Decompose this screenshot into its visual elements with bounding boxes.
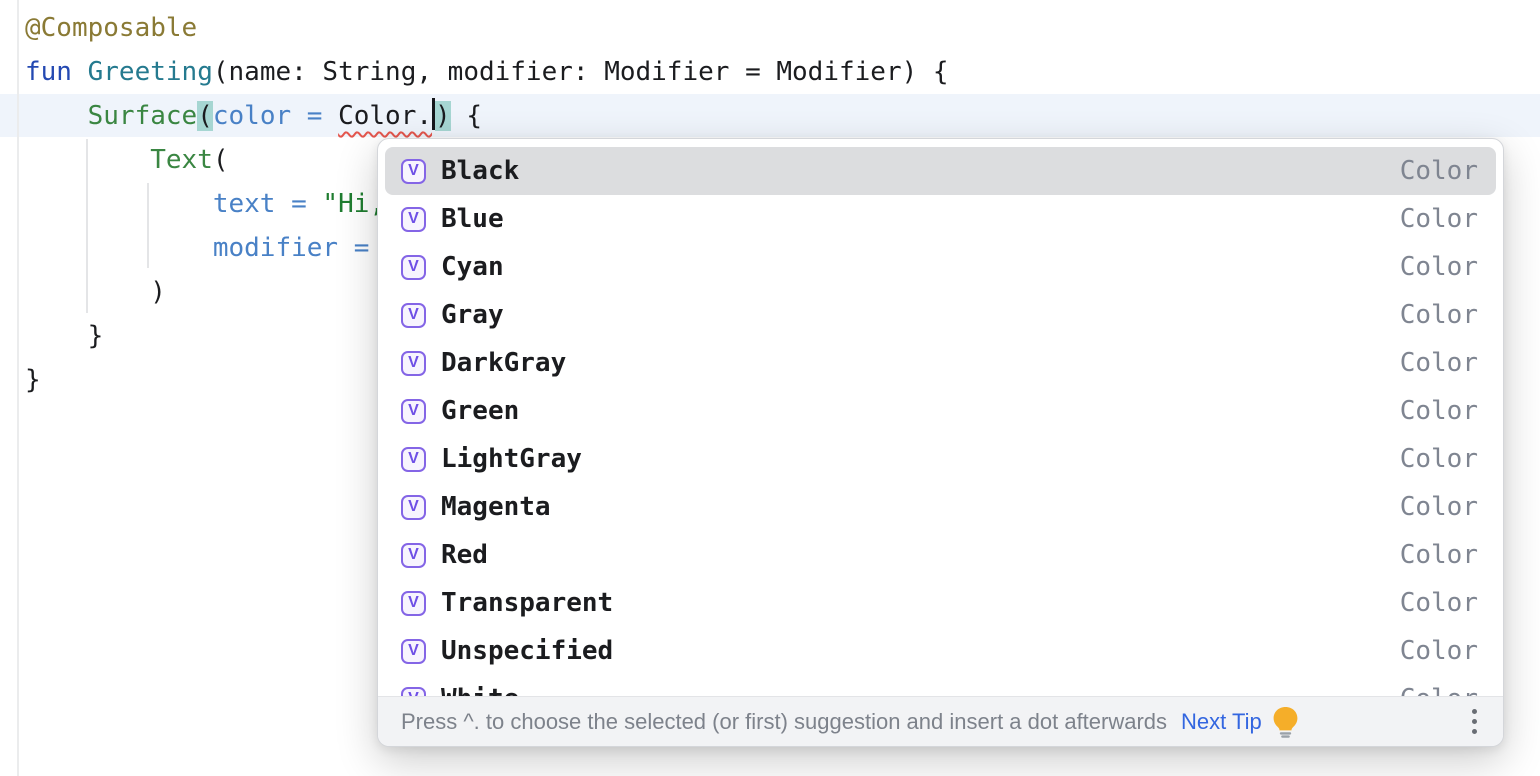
completion-item-type: Color: [1399, 204, 1478, 234]
completion-item-unspecified[interactable]: V Unspecified Color: [385, 627, 1496, 675]
plain-token: }: [25, 321, 104, 351]
matched-paren-close: ): [435, 101, 451, 131]
hint-text: Press ^. to choose the selected (or firs…: [401, 708, 1168, 734]
completion-item-white[interactable]: V White Color: [385, 675, 1496, 696]
value-field-icon: V: [401, 350, 426, 376]
completion-item-type: Color: [1399, 540, 1478, 570]
value-field-icon: V: [401, 254, 426, 280]
completion-item-darkgray[interactable]: V DarkGray Color: [385, 339, 1496, 387]
completion-item-type: Color: [1399, 252, 1478, 282]
indent: [25, 233, 213, 263]
next-tip-link[interactable]: Next Tip: [1181, 708, 1262, 734]
plain-token: (name: String, modifier: Modifier = Modi…: [212, 57, 949, 87]
completion-item-label: DarkGray: [441, 348, 567, 378]
value-field-icon: V: [401, 446, 426, 472]
completion-popup: V Black Color V Blue Color V Cyan Color …: [377, 138, 1504, 747]
lightbulb-icon: [1273, 706, 1298, 738]
code-line-2[interactable]: fun Greeting(name: String, modifier: Mod…: [0, 50, 1540, 94]
indent: [25, 145, 150, 175]
completion-item-type: Color: [1399, 636, 1478, 666]
code-line-5[interactable]: text = "Hi,: [0, 182, 1540, 226]
indent-guide: [147, 183, 149, 268]
code-line-8[interactable]: }: [0, 314, 1540, 358]
code-line-4[interactable]: Text(: [0, 138, 1540, 182]
code-line-3[interactable]: Surface(color = Color.) {: [0, 94, 1540, 138]
matched-paren-open: (: [197, 101, 213, 131]
named-argument-token: modifier =: [212, 233, 386, 263]
code-line-9[interactable]: }: [0, 358, 1540, 402]
function-call-token: Surface: [87, 101, 198, 131]
indent: [25, 101, 88, 131]
completion-item-type: Color: [1399, 444, 1478, 474]
completion-item-label: LightGray: [441, 444, 582, 474]
plain-token: {: [450, 101, 482, 131]
completion-item-label: Transparent: [441, 588, 614, 618]
completion-item-magenta[interactable]: V Magenta Color: [385, 483, 1496, 531]
completion-item-label: Black: [441, 156, 520, 186]
completion-item-type: Color: [1399, 348, 1478, 378]
completion-item-red[interactable]: V Red Color: [385, 531, 1496, 579]
completion-item-lightgray[interactable]: V LightGray Color: [385, 435, 1496, 483]
indent: [25, 189, 213, 219]
named-argument-token: text =: [212, 189, 323, 219]
completion-item-label: Magenta: [441, 492, 551, 522]
completion-item-label: Cyan: [441, 252, 504, 282]
value-field-icon: V: [401, 302, 426, 328]
completion-item-type: Color: [1399, 588, 1478, 618]
completion-item-label: White: [441, 684, 519, 696]
completion-item-gray[interactable]: V Gray Color: [385, 291, 1496, 339]
more-options-button[interactable]: [1466, 705, 1483, 738]
completion-list[interactable]: V Black Color V Blue Color V Cyan Color …: [378, 139, 1503, 696]
value-field-icon: V: [401, 494, 426, 520]
plain-token: }: [25, 365, 41, 395]
completion-item-blue[interactable]: V Blue Color: [385, 195, 1496, 243]
code-line-7[interactable]: ): [0, 270, 1540, 314]
plain-token: (: [212, 145, 229, 175]
string-token: "Hi,: [322, 189, 386, 219]
completion-item-label: Gray: [441, 300, 504, 330]
value-field-icon: V: [401, 158, 426, 184]
value-field-icon: V: [401, 590, 426, 616]
error-token: Color.: [338, 101, 433, 131]
completion-hint-bar: Press ^. to choose the selected (or firs…: [378, 696, 1503, 746]
completion-item-type: Color: [1400, 684, 1478, 696]
named-argument-token: color =: [212, 101, 339, 131]
caret-row-highlight: [0, 94, 1540, 137]
function-call-token: Text: [150, 145, 213, 175]
code-line-6[interactable]: modifier =: [0, 226, 1540, 270]
completion-item-label: Unspecified: [441, 636, 614, 666]
value-field-icon: V: [401, 638, 426, 664]
value-field-icon: V: [401, 542, 426, 568]
keyword-token: fun: [25, 57, 72, 87]
completion-item-green[interactable]: V Green Color: [385, 387, 1496, 435]
completion-item-cyan[interactable]: V Cyan Color: [385, 243, 1496, 291]
value-field-icon: V: [401, 686, 426, 696]
value-field-icon: V: [401, 206, 426, 232]
completion-item-transparent[interactable]: V Transparent Color: [385, 579, 1496, 627]
completion-item-black[interactable]: V Black Color: [385, 147, 1496, 195]
completion-item-type: Color: [1399, 396, 1478, 426]
plain-token: [72, 57, 88, 87]
completion-item-label: Green: [441, 396, 520, 426]
plain-token: ): [25, 277, 166, 307]
code-line-1[interactable]: @Composable: [0, 6, 1540, 50]
value-field-icon: V: [401, 398, 426, 424]
indent-guide: [86, 139, 88, 313]
annotation-token: @Composable: [25, 13, 198, 43]
completion-item-type: Color: [1399, 492, 1478, 522]
completion-item-type: Color: [1399, 300, 1478, 330]
text-caret: [432, 98, 436, 130]
completion-item-label: Blue: [441, 204, 504, 234]
code-editor[interactable]: @Composable fun Greeting(name: String, m…: [0, 6, 1540, 402]
completion-item-type: Color: [1399, 156, 1478, 186]
completion-item-label: Red: [441, 540, 488, 570]
function-name-token: Greeting: [87, 57, 213, 87]
gutter-divider: [17, 0, 19, 776]
